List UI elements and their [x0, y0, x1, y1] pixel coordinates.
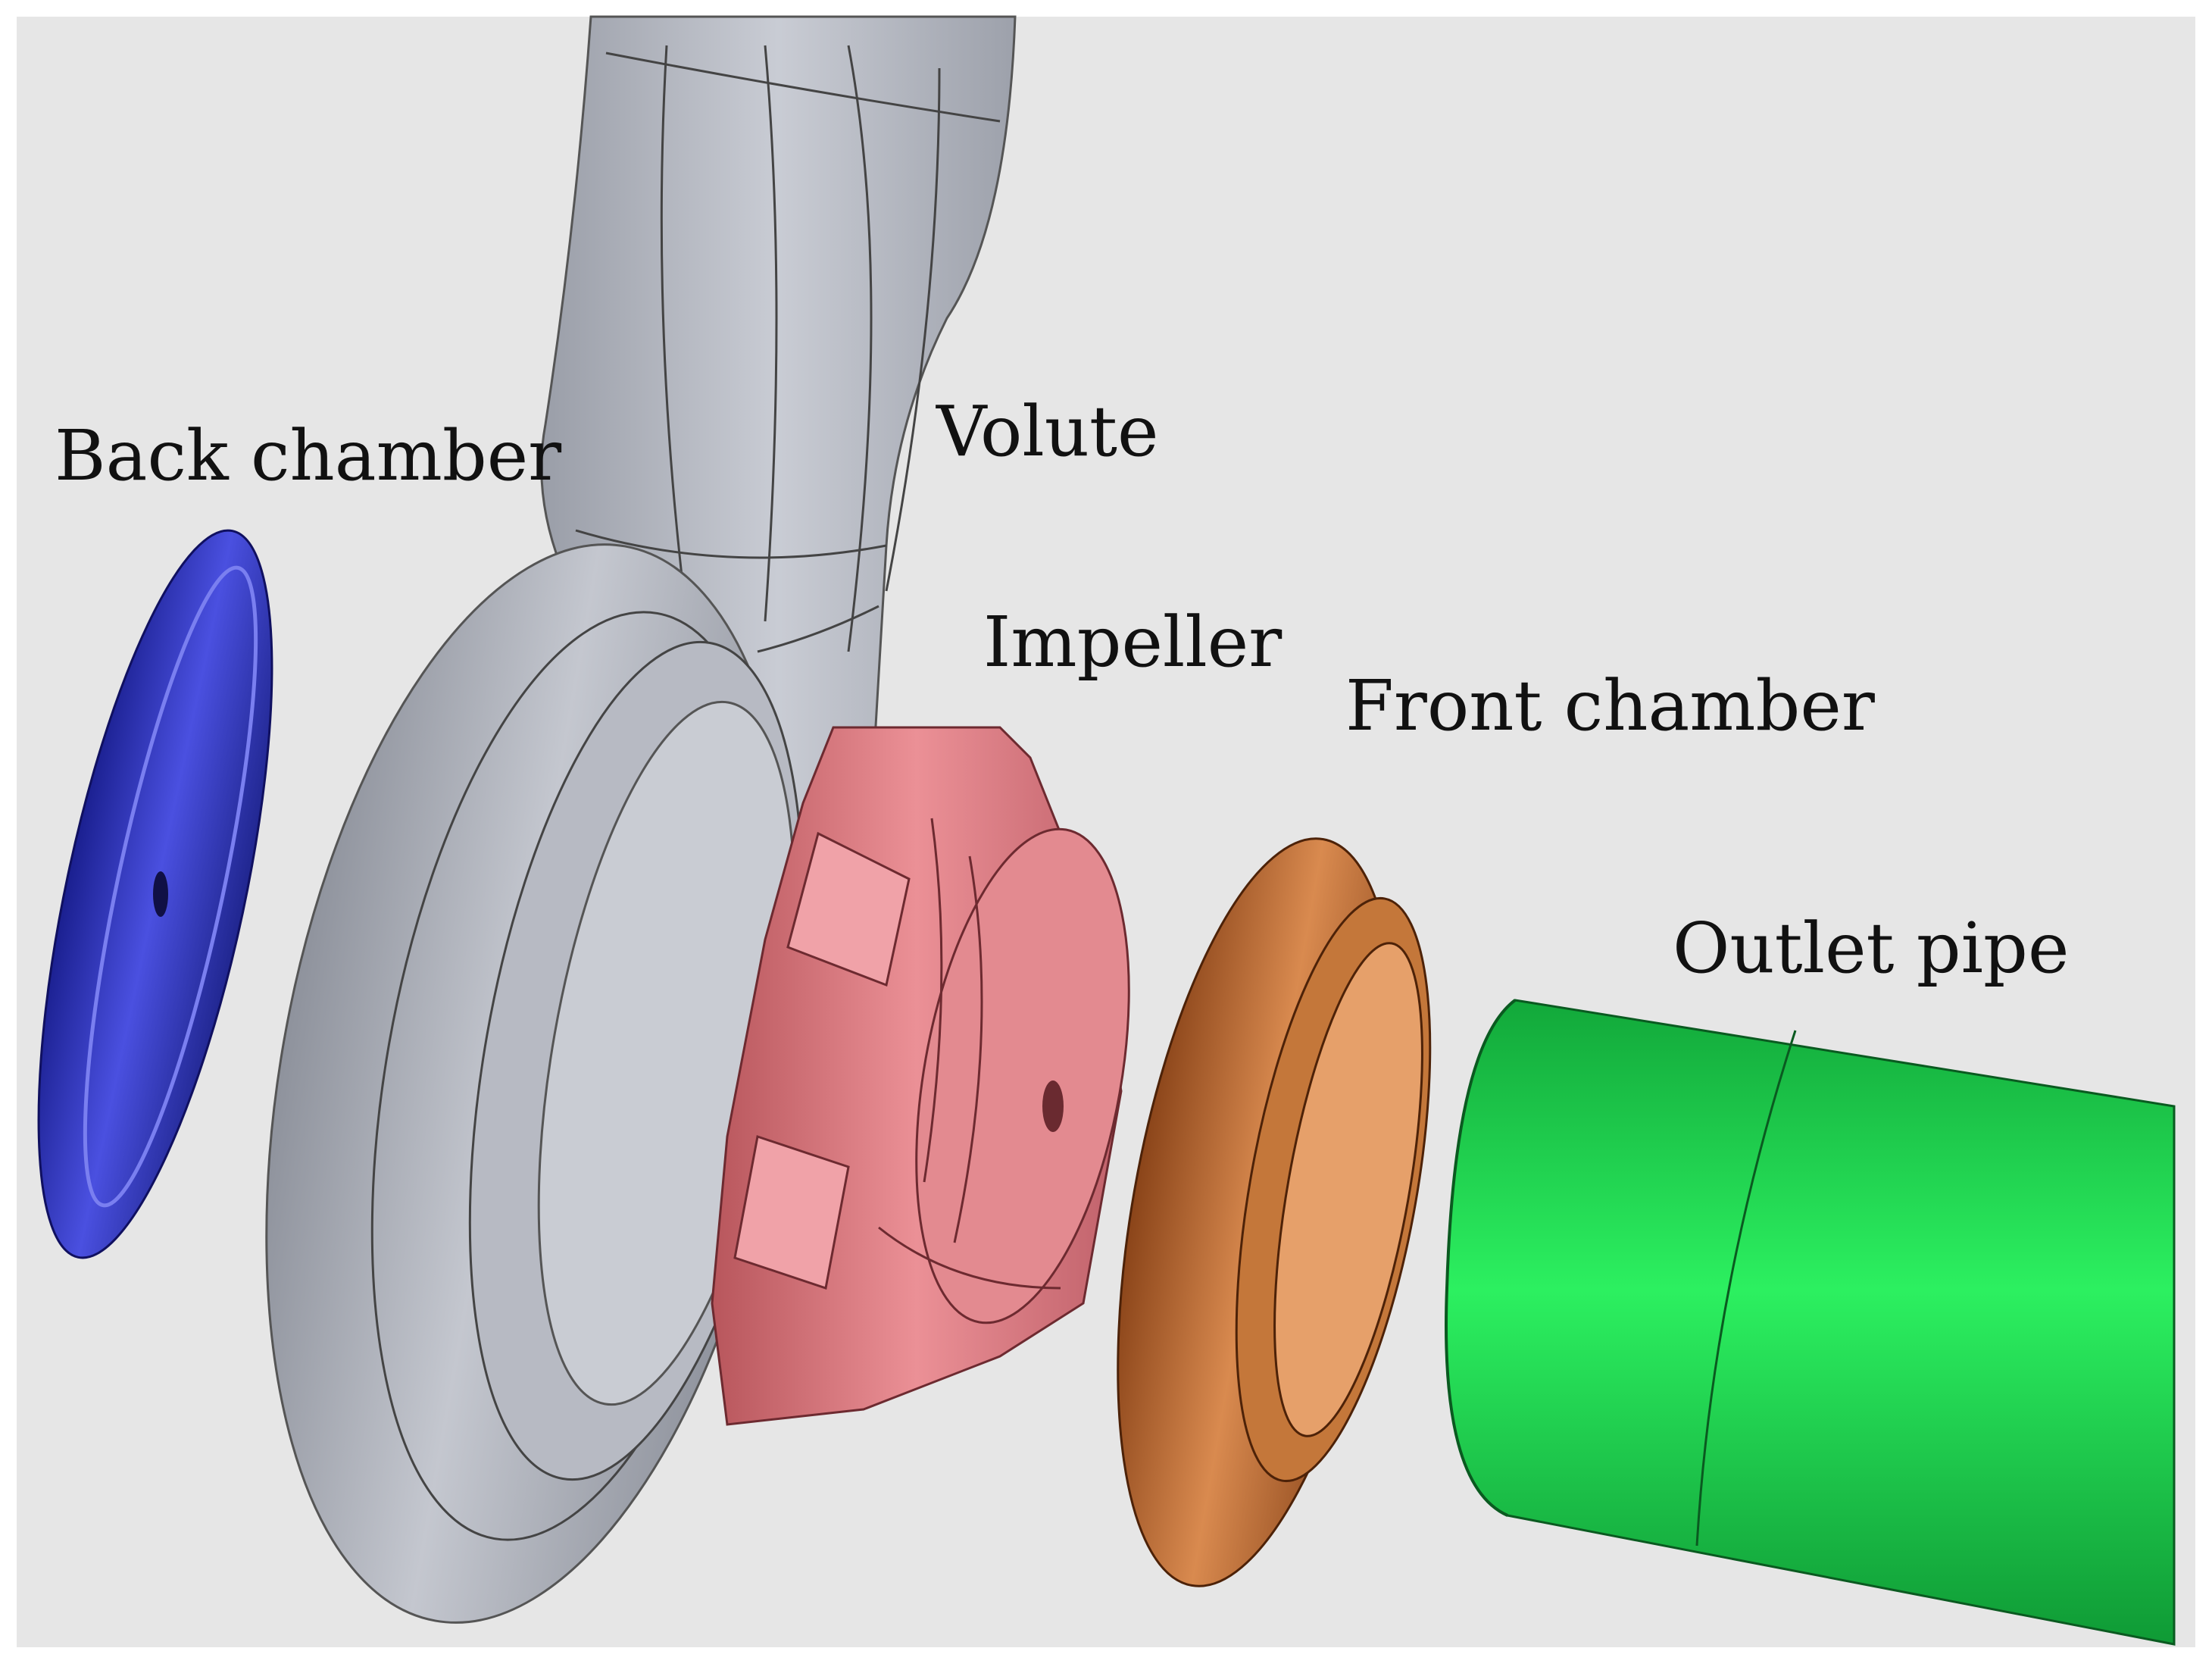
outlet-pipe-label: Outlet pipe	[1673, 908, 2070, 989]
outlet-pipe-part	[1445, 999, 2176, 1646]
volute-label: Volute	[936, 391, 1159, 472]
back-chamber-label: Back chamber	[55, 415, 562, 496]
front-chamber-label: Front chamber	[1345, 665, 1875, 746]
front-chamber-part	[1117, 837, 1432, 1587]
impeller-part	[711, 726, 1130, 1426]
back-chamber-part	[37, 529, 273, 1259]
impeller-label: Impeller	[983, 602, 1283, 683]
